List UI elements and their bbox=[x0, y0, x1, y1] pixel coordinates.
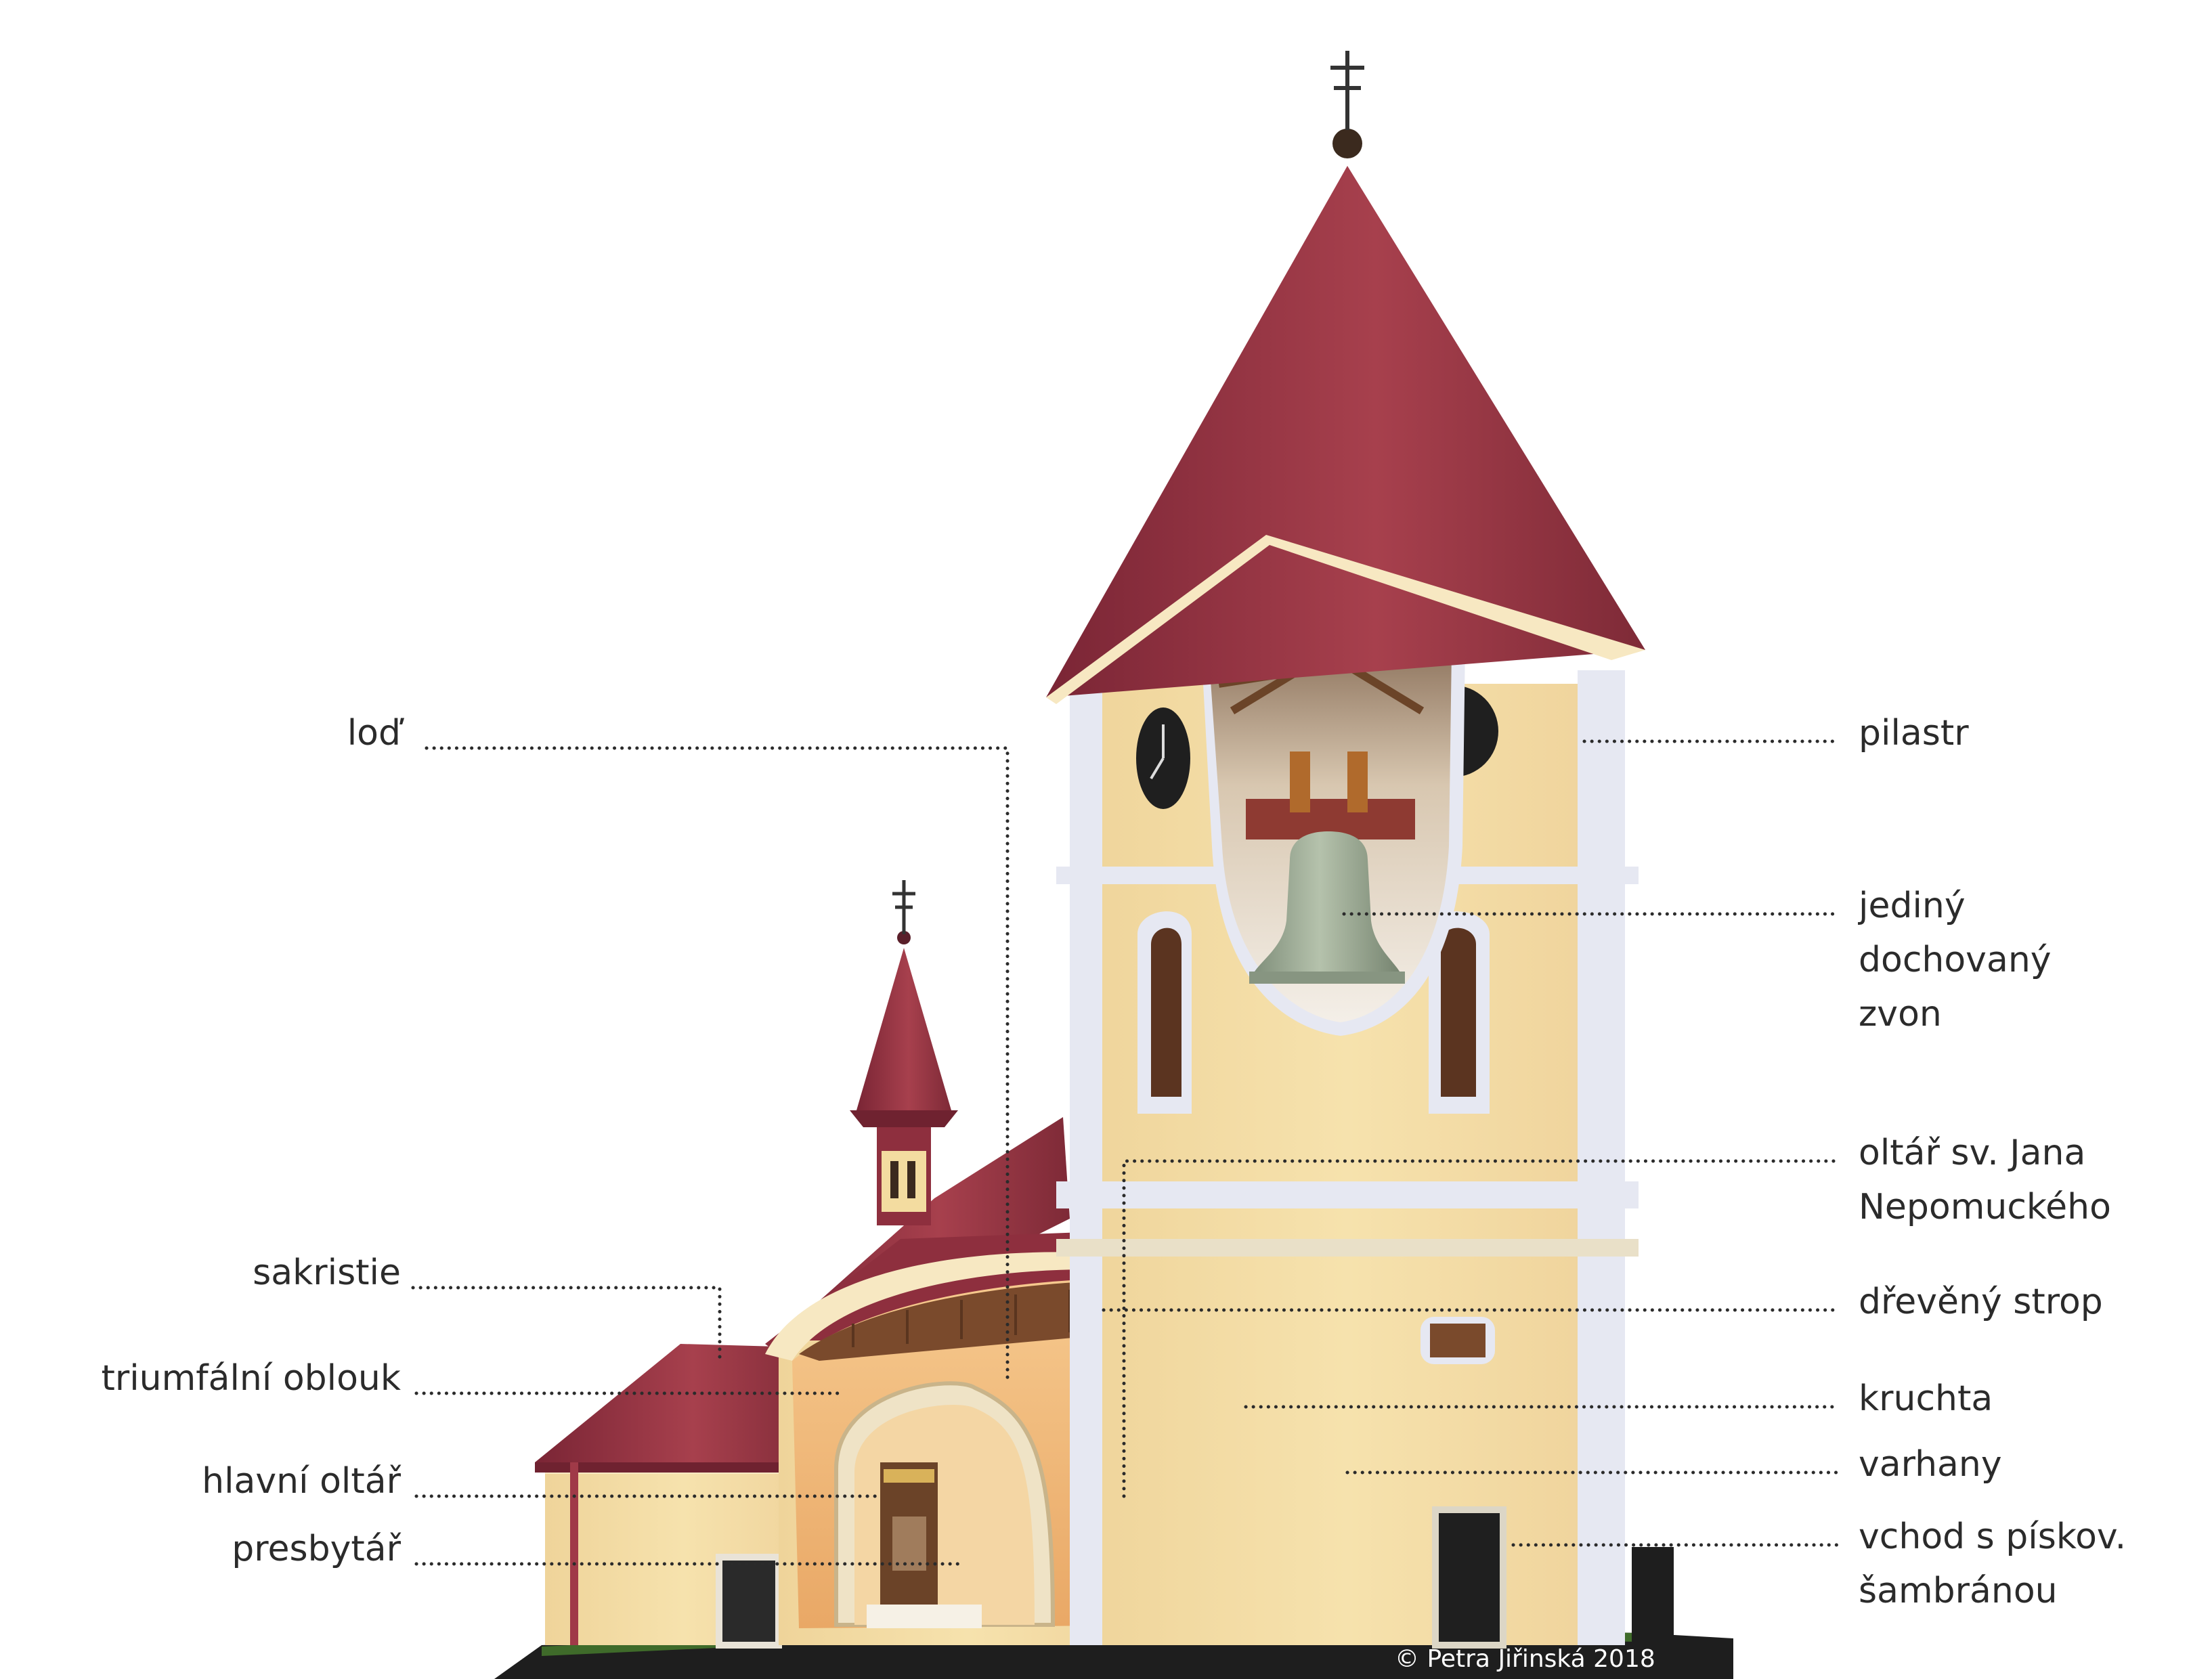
label-zvon-line2: dochovaný bbox=[1859, 940, 2052, 980]
leader-lod bbox=[425, 746, 1010, 1380]
clock-left-icon bbox=[1136, 707, 1190, 809]
tower-spire bbox=[1046, 51, 1645, 704]
label-vchod-line1: vchod s pískov. bbox=[1859, 1517, 2126, 1557]
label-presbytar: presbytář bbox=[232, 1529, 401, 1569]
leader-sakristie bbox=[411, 1286, 722, 1363]
label-dreveny-strop: dřevěný strop bbox=[1859, 1282, 2103, 1322]
label-hlavni-oltar: hlavní oltář bbox=[202, 1461, 401, 1502]
leader-oltar bbox=[1122, 1159, 1840, 1498]
label-oltar-line2: Nepomuckého bbox=[1859, 1187, 2111, 1227]
label-oltar-line1: oltář sv. Jana bbox=[1859, 1133, 2085, 1173]
label-zvon-line3: zvon bbox=[1859, 994, 1942, 1034]
label-lod: loď bbox=[347, 713, 405, 754]
copyright: © Petra Jiřinská 2018 bbox=[1395, 1645, 1655, 1673]
bell-icon bbox=[1249, 831, 1405, 984]
label-pilastr: pilastr bbox=[1859, 713, 1969, 754]
main-tower bbox=[1056, 535, 1639, 1649]
sacristy-building bbox=[535, 1344, 823, 1649]
labels: loď sakristie triumfální oblouk hlavní o… bbox=[101, 713, 2126, 1673]
label-varhany: varhany bbox=[1859, 1444, 2002, 1485]
label-sakristie: sakristie bbox=[253, 1252, 401, 1293]
label-triumfalni-oblouk: triumfální oblouk bbox=[101, 1358, 401, 1399]
ridge-turret bbox=[850, 880, 958, 1225]
label-vchod-line2: šambránou bbox=[1859, 1571, 2058, 1611]
leader-lines bbox=[411, 739, 1840, 1566]
label-zvon-line1: jediný bbox=[1858, 886, 1966, 926]
label-kruchta: kruchta bbox=[1859, 1378, 1993, 1419]
